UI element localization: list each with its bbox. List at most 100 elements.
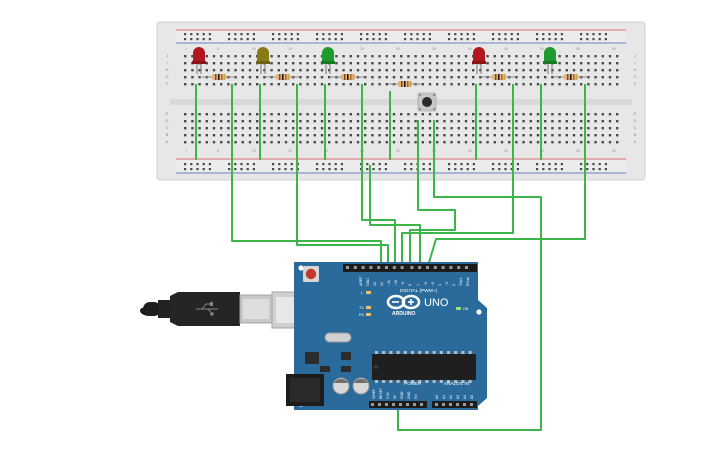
pin-label: IOREF — [372, 389, 376, 399]
wire-led5-to-pin — [427, 84, 586, 267]
voltage-regulator — [305, 352, 319, 364]
bottom-header-pins — [371, 403, 473, 406]
led-red-1[interactable] — [192, 47, 206, 74]
breadboard-col-number-top: 45 — [504, 47, 508, 51]
arduino-model: UNO — [424, 297, 449, 309]
resistor — [554, 74, 588, 80]
breadboard-col-number-bottom: 15 — [288, 149, 292, 153]
pin-label: RESET — [379, 388, 383, 399]
led-green-1[interactable] — [321, 47, 335, 74]
breadboard-col-number-top: 55 — [576, 47, 580, 51]
breadboard-row-label-left: G — [165, 74, 168, 79]
arduino-logo-icon — [386, 294, 421, 310]
pin-label: GND — [366, 278, 370, 286]
power-label: POWER — [404, 381, 422, 386]
breadboard-row-label-right: D — [634, 118, 637, 123]
breadboard-row-label-left: H — [166, 67, 169, 72]
breadboard-col-number-bottom: 50 — [540, 149, 544, 153]
led-green-2[interactable] — [543, 47, 557, 74]
breadboard-col-number-bottom: 10 — [252, 149, 256, 153]
arduino-brand: ARDUINO — [392, 311, 415, 317]
breadboard-col-number-bottom: 30 — [396, 149, 400, 153]
pin-label: ~9 — [401, 282, 405, 286]
breadboard-col-number-top: 40 — [468, 47, 472, 51]
pin-label: A4 — [463, 395, 467, 399]
crystal — [324, 332, 352, 343]
resistor — [482, 74, 516, 80]
resistors — [202, 74, 588, 87]
breadboard-row-label-right: I — [634, 60, 635, 65]
pin-label: A0 — [435, 395, 439, 399]
pin-label: GND — [407, 391, 411, 399]
wire-led4-to-pin — [401, 84, 514, 266]
digital-pin-labels: AREF GND 13 12 ~11 ~10 ~9 8 7 ~6 ~5 4 ~3… — [359, 276, 470, 286]
digital-label: DIGITAL (PWM~) — [400, 288, 438, 294]
pin-label: GND — [400, 391, 404, 399]
wires — [195, 84, 586, 431]
breadboard-row-label-left: I — [166, 60, 167, 65]
power-jack[interactable] — [286, 374, 324, 406]
breadboard-col-number-top: 10 — [252, 47, 256, 51]
resistor — [388, 81, 422, 87]
digital-header[interactable] — [343, 264, 477, 272]
resistor — [202, 74, 236, 80]
breadboard-row-label-left: E — [166, 111, 169, 116]
breadboard-row-label-right: A — [634, 139, 637, 144]
pin-label: ~5 — [431, 282, 435, 286]
pin-label: 7 — [417, 284, 421, 286]
arduino-uno[interactable]: AREF GND 13 12 ~11 ~10 ~9 8 7 ~6 ~5 4 ~3… — [286, 262, 487, 410]
breadboard-col-number-top: 60 — [612, 47, 616, 51]
digital-header-pins — [346, 266, 468, 269]
breadboard-row-label-right: H — [634, 67, 637, 72]
l-led-label: L — [361, 291, 363, 295]
breadboard-col-number-top: 15 — [288, 47, 292, 51]
breadboard-col-number-bottom: 1 — [185, 149, 187, 153]
resistor — [266, 74, 300, 80]
wire-button-to-pin — [369, 165, 421, 266]
breadboard-row-label-left: F — [166, 81, 169, 86]
pin-label: ~11 — [387, 280, 391, 286]
breadboard-col-number-top: 5 — [217, 47, 219, 51]
pin-label: ~10 — [394, 280, 398, 286]
resistor — [331, 74, 365, 80]
pin-label: A3 — [456, 395, 460, 399]
analog-pin-labels: A0 A1 A2 A3 A4 A5 — [435, 395, 474, 399]
pin-label: 4 — [438, 284, 442, 286]
capacitors — [332, 377, 370, 395]
pin-label: 2 — [452, 284, 456, 286]
pin-label: 13 — [373, 282, 377, 286]
led-yellow[interactable] — [256, 47, 270, 74]
breadboard-col-number-bottom: 5 — [217, 149, 219, 153]
breadboard-col-number-bottom: 55 — [576, 149, 580, 153]
reset-button[interactable] — [303, 266, 319, 282]
pin-label: 3.3V — [386, 391, 390, 399]
wire-button-to-5v — [397, 120, 542, 431]
pin-label: Vin — [414, 394, 418, 399]
analog-header[interactable] — [432, 401, 477, 408]
breadboard-row-label-right: E — [634, 111, 637, 116]
breadboard-row-label-left: J — [166, 53, 168, 58]
atmega-chip — [372, 351, 476, 383]
breadboard-col-number-bottom: 20 — [324, 149, 328, 153]
pin-label: A2 — [449, 395, 453, 399]
power-header[interactable] — [369, 401, 427, 408]
usb-symbol-icon — [196, 302, 218, 316]
wire-led2-to-pin — [296, 84, 389, 266]
breadboard-row-label-right: G — [633, 74, 636, 79]
on-led-label: ON — [463, 307, 469, 311]
pin-label: A1 — [442, 395, 446, 399]
status-leds: L TX RX ON — [359, 291, 469, 317]
led-red-2[interactable] — [472, 47, 486, 74]
pushbutton[interactable] — [417, 92, 437, 112]
leds — [192, 47, 557, 74]
breadboard-col-number-top: 35 — [432, 47, 436, 51]
pin-label: A5 — [470, 395, 474, 399]
breadboard-row-label-right: F — [634, 81, 637, 86]
pin-label: ~6 — [424, 282, 428, 286]
wire-led3-to-pin — [361, 84, 396, 266]
breadboard: J I H G F E D C B A J I H G F E D C B A … — [156, 21, 646, 181]
pin-label: 5V — [393, 394, 397, 399]
rx-led-label: RX — [359, 313, 365, 317]
breadboard-row-label-right: C — [634, 125, 637, 130]
